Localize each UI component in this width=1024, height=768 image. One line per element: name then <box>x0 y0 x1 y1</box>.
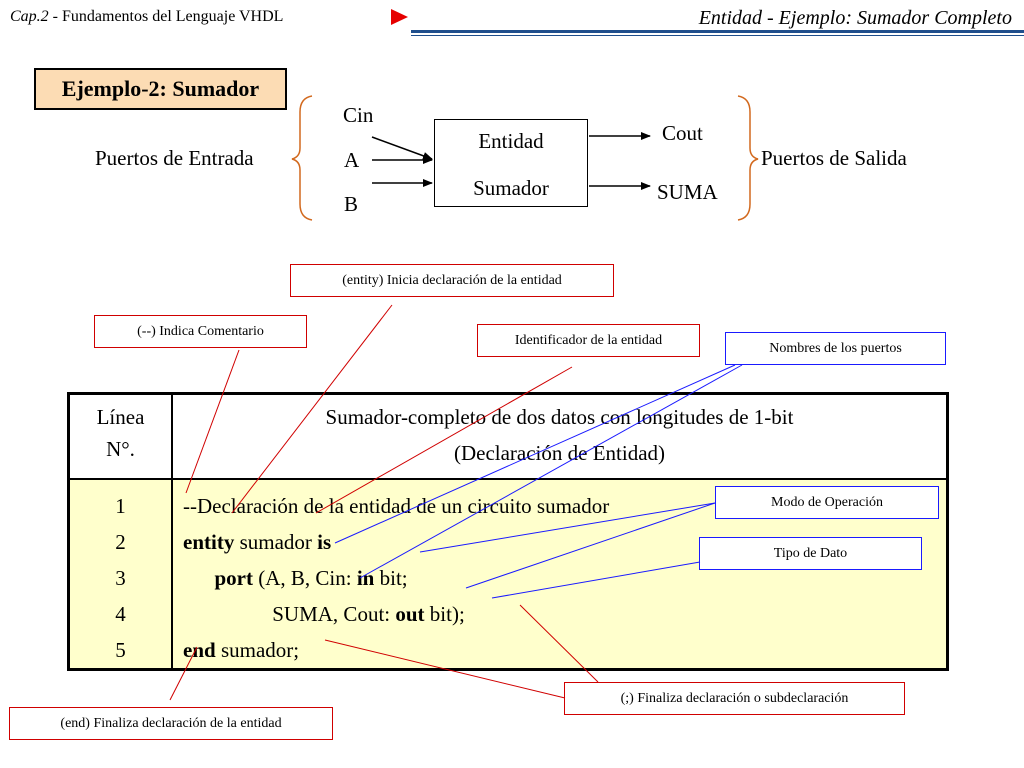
code-line-4: SUMA, Cout: out bit); <box>183 596 946 632</box>
kw-out: out <box>395 602 425 626</box>
input-port-list: (A, B, Cin: <box>253 566 357 590</box>
table-title-l1: Sumador-completo de dos datos con longit… <box>325 405 794 429</box>
course-label: - Fundamentos del Lenguaje VHDL <box>48 8 284 25</box>
indent <box>183 566 215 590</box>
callout-end-keyword: (end) Finaliza declaración de la entidad <box>9 707 333 740</box>
line-number: 2 <box>115 530 126 554</box>
outputs-label: Puertos de Salida <box>761 146 907 170</box>
chapter-header: Cap.2 - Fundamentos del Lenguaje VHDL <box>10 8 283 26</box>
slide-title: Entidad - Ejemplo: Sumador Completo <box>698 7 1012 29</box>
code-line-5: end sumador; <box>183 632 946 668</box>
entity-label-2: Sumador <box>473 176 549 200</box>
code-line-2: entity sumador is <box>183 524 946 560</box>
kw-in: in <box>356 566 375 590</box>
port-cout: Cout <box>662 121 703 145</box>
arrow-cin <box>371 136 433 160</box>
output-brace <box>737 95 759 221</box>
line-number-header: Línea N°. <box>67 392 173 480</box>
entity-box: Entidad Sumador <box>434 119 588 207</box>
kw-port: port <box>214 566 254 590</box>
callout-comment: (--) Indica Comentario <box>94 315 307 348</box>
line-number: 1 <box>115 494 126 518</box>
table-title: Sumador-completo de dos datos con longit… <box>171 392 949 480</box>
port-a: A <box>344 148 360 172</box>
line-header-l2: N°. <box>106 437 135 461</box>
example-tag: Ejemplo-2: Sumador <box>34 68 287 110</box>
indent <box>183 602 272 626</box>
callout-port-names: Nombres de los puertos <box>725 332 946 365</box>
callout-data-type: Tipo de Dato <box>699 537 922 570</box>
kw-is: is <box>317 530 332 554</box>
table-title-l2: (Declaración de Entidad) <box>453 441 666 465</box>
type-bit-out: bit); <box>424 602 465 626</box>
input-brace <box>291 95 313 221</box>
end-identifier: sumador; <box>215 638 300 662</box>
line-number: 4 <box>115 602 126 626</box>
kw-entity: entity <box>183 530 235 554</box>
callout-semicolon: (;) Finaliza declaración o subdeclaració… <box>564 682 905 715</box>
header-rule-thin <box>411 35 1024 36</box>
header-rule <box>411 30 1024 33</box>
port-b: B <box>344 192 359 216</box>
callout-entity-keyword: (entity) Inicia declaración de la entida… <box>290 264 614 297</box>
line-numbers: 1 2 3 4 5 <box>67 478 173 671</box>
output-port-list: SUMA, Cout: <box>272 602 396 626</box>
line-number: 5 <box>115 638 126 662</box>
chapter-label: Cap.2 <box>10 8 49 25</box>
callout-mode: Modo de Operación <box>715 486 939 519</box>
port-suma: SUMA <box>657 180 718 204</box>
line-number: 3 <box>115 566 126 590</box>
type-bit-in: bit; <box>374 566 408 590</box>
entity-label-1: Entidad <box>478 129 544 153</box>
entity-identifier: sumador <box>234 530 318 554</box>
vhdl-code-table: Línea N°. Sumador-completo de dos datos … <box>67 392 949 671</box>
port-cin: Cin <box>343 103 374 127</box>
play-icon[interactable] <box>391 9 408 25</box>
line-header-l1: Línea <box>96 405 145 429</box>
callout-identifier: Identificador de la entidad <box>477 324 700 357</box>
kw-end: end <box>183 638 216 662</box>
table-header-row: Línea N°. Sumador-completo de dos datos … <box>67 392 949 480</box>
inputs-label: Puertos de Entrada <box>95 146 254 170</box>
